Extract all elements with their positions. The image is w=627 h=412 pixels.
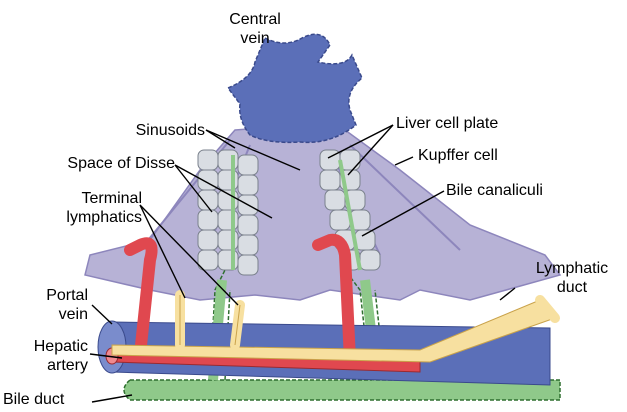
label-terminal-lymphatics-line2: lymphatics xyxy=(66,209,142,226)
label-lymphatic-duct-line1: Lymphatic xyxy=(536,260,608,277)
label-portal-vein-line1: Portal xyxy=(46,287,88,304)
label-central-vein-line2: vein xyxy=(240,30,269,47)
label-lymphatic-duct-line2: duct xyxy=(557,279,588,296)
label-central-vein-line1: Central xyxy=(229,11,281,28)
label-bile-canaliculi: Bile canaliculi xyxy=(446,182,543,199)
central-vein xyxy=(228,34,362,142)
label-terminal-lymphatics-line1: Terminal xyxy=(82,190,142,207)
label-sinusoids: Sinusoids xyxy=(136,122,205,139)
label-hepatic-artery-line1: Hepatic xyxy=(34,338,88,355)
liver-cell-plate-left xyxy=(198,150,258,275)
label-portal-vein-line2: vein xyxy=(59,306,88,323)
label-kupffer-cell: Kupffer cell xyxy=(418,147,498,164)
label-space-of-disse: Space of Disse xyxy=(67,155,175,172)
label-liver-cell-plate: Liver cell plate xyxy=(396,115,498,132)
label-bile-duct: Bile duct xyxy=(3,391,65,408)
label-hepatic-artery-line2: artery xyxy=(47,357,88,374)
